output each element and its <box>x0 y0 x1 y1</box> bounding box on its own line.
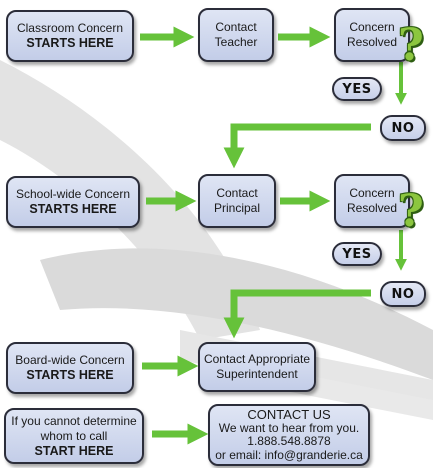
cannot-determine-box: If you cannot determine whom to call STA… <box>4 408 144 464</box>
contact-us-email[interactable]: or email: info@granderie.ca <box>215 447 363 462</box>
contact-us-box: CONTACT US We want to hear from you. 1.8… <box>208 404 370 466</box>
contact-teacher-line1: Contact <box>215 20 257 34</box>
yes-pill-2: YES <box>332 242 382 266</box>
contact-superintendent-line1: Contact Appropriate <box>203 352 311 366</box>
contact-principal-box: Contact Principal <box>198 174 276 228</box>
cannot-determine-line2: whom to call <box>40 428 108 443</box>
classroom-starts-here: STARTS HERE <box>26 36 114 50</box>
classroom-concern-box: Classroom Concern STARTS HERE <box>6 10 134 62</box>
board-wide-starts-here: STARTS HERE <box>26 368 114 382</box>
classroom-concern-title: Classroom Concern <box>16 21 124 35</box>
school-wide-concern-title: School-wide Concern <box>15 187 131 201</box>
contact-teacher-box: Contact Teacher <box>198 8 274 62</box>
contact-principal-line1: Contact <box>216 186 258 200</box>
cannot-determine-line1: If you cannot determine <box>11 413 137 428</box>
contact-superintendent-line2: Superintendent <box>216 367 298 381</box>
start-here-tag: START HERE <box>34 443 114 458</box>
no-pill-2: NO <box>380 281 426 307</box>
question-mark-icon-1: ? <box>398 20 424 71</box>
school-wide-concern-box: School-wide Concern STARTS HERE <box>6 176 140 228</box>
concern-resolved-box-1: Concern Resolved <box>334 8 410 62</box>
board-wide-concern-title: Board-wide Concern <box>15 353 125 367</box>
concern-resolved-box-2: Concern Resolved <box>334 174 410 228</box>
no-pill-1: NO <box>380 115 426 141</box>
yes-pill-1: YES <box>332 77 382 101</box>
board-wide-concern-box: Board-wide Concern STARTS HERE <box>6 342 134 394</box>
school-wide-starts-here: STARTS HERE <box>29 202 117 216</box>
contact-us-title: CONTACT US <box>247 407 331 422</box>
resolved-2-line2: Resolved <box>346 201 398 215</box>
contact-us-line1: We want to hear from you. <box>218 420 360 435</box>
contact-principal-line2: Principal <box>213 201 261 215</box>
resolved-2-line1: Concern <box>349 186 395 200</box>
contact-teacher-line2: Teacher <box>214 35 258 49</box>
contact-us-phone[interactable]: 1.888.548.8878 <box>247 434 331 448</box>
resolved-1-line1: Concern <box>349 20 395 34</box>
contact-superintendent-box: Contact Appropriate Superintendent <box>198 342 316 392</box>
question-mark-icon-2: ? <box>398 186 424 237</box>
resolved-1-line2: Resolved <box>346 35 398 49</box>
